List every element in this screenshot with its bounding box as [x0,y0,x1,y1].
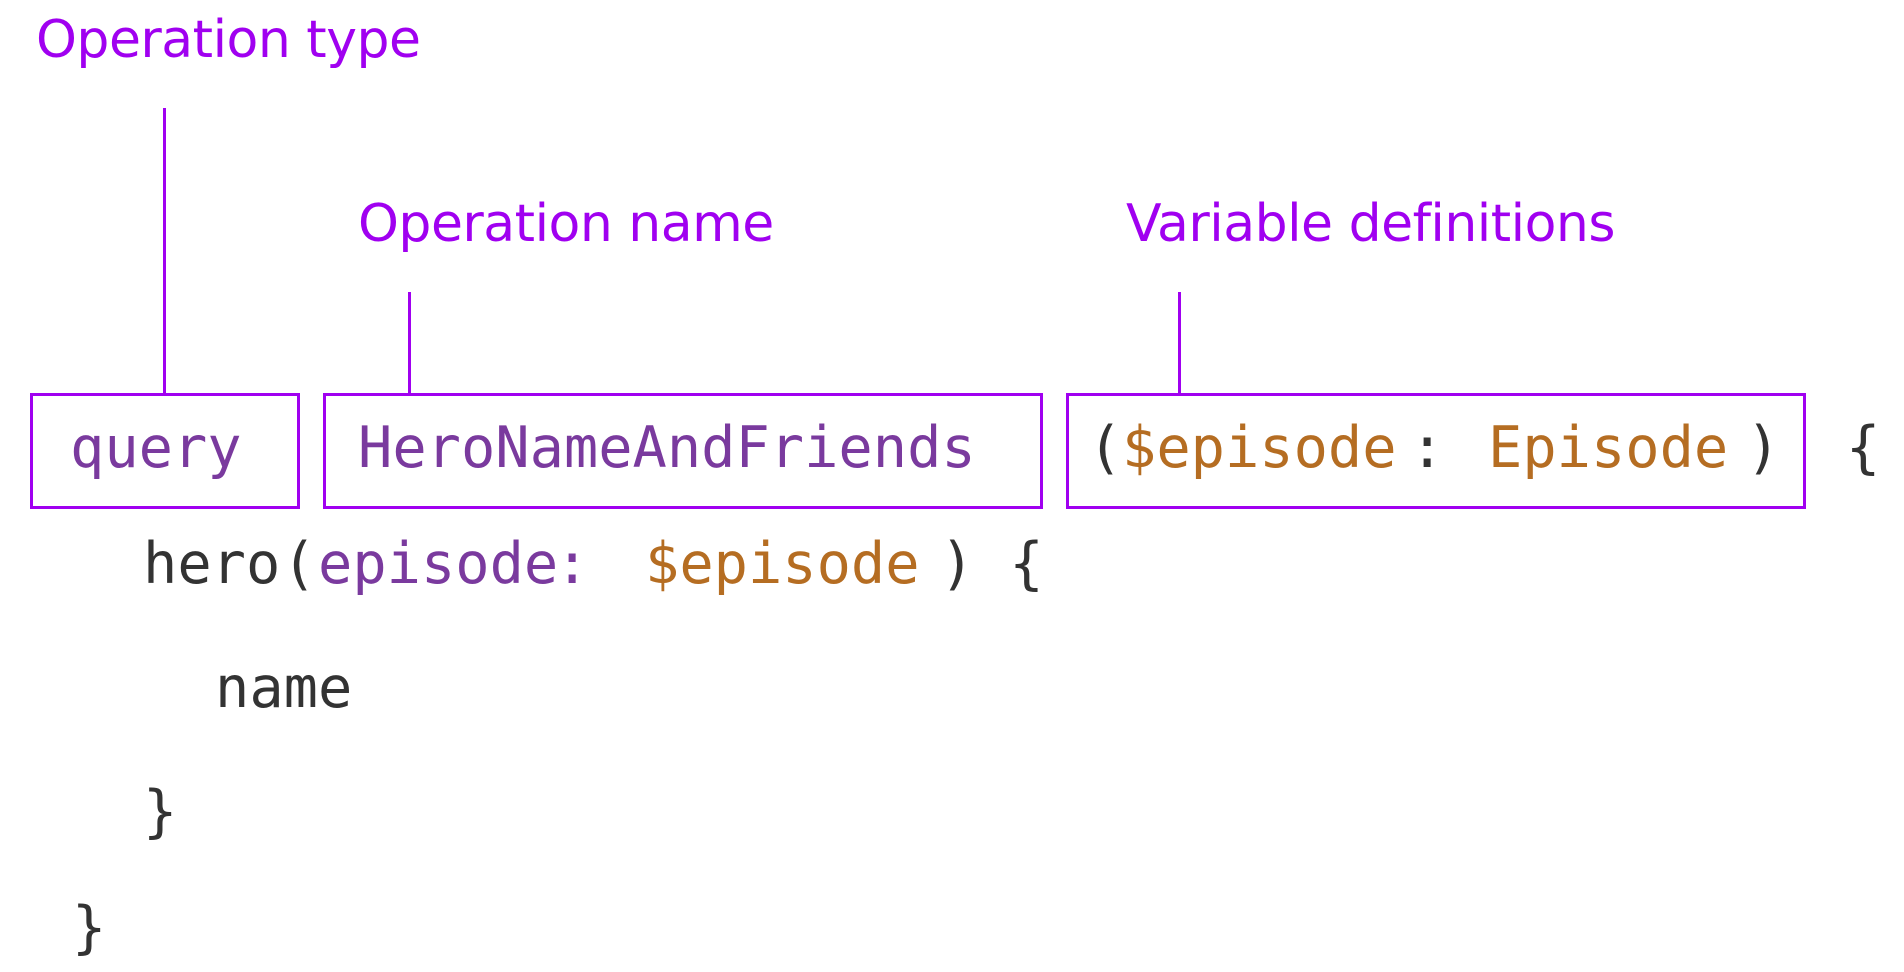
variable-defs-paren-close: ) [1746,415,1781,481]
hero-open-brace: { [975,531,1044,597]
operation-type-connector [163,108,166,394]
name-field: name [215,655,353,721]
variable-definitions-box [1066,393,1806,509]
hero-arg: episode [318,531,559,597]
operation-name: HeroNameAndFriends [358,415,976,481]
variable-definitions-label: Variable definitions [1126,194,1615,254]
variable-defs-type: Episode [1488,415,1729,481]
variable-definitions-connector [1178,292,1181,394]
operation-type-label: Operation type [36,10,421,70]
hero-close-brace: } [143,779,178,845]
variable-defs-colon: : [1410,415,1479,481]
variable-defs-variable: $episode [1122,415,1397,481]
variable-defs-paren-open: ( [1088,415,1123,481]
operation-type-box [30,393,300,509]
hero-paren-open: ( [282,531,317,597]
operation-name-connector [408,292,411,394]
query-keyword: query [70,415,242,481]
hero-variable: $episode [645,531,920,597]
hero-paren-close: ) [940,531,975,597]
operation-name-label: Operation name [358,194,774,254]
hero-colon: : [555,531,624,597]
query-close-brace: } [72,895,107,961]
hero-field: hero [143,531,281,597]
query-open-brace: { [1846,415,1881,481]
operation-name-box [323,393,1043,509]
